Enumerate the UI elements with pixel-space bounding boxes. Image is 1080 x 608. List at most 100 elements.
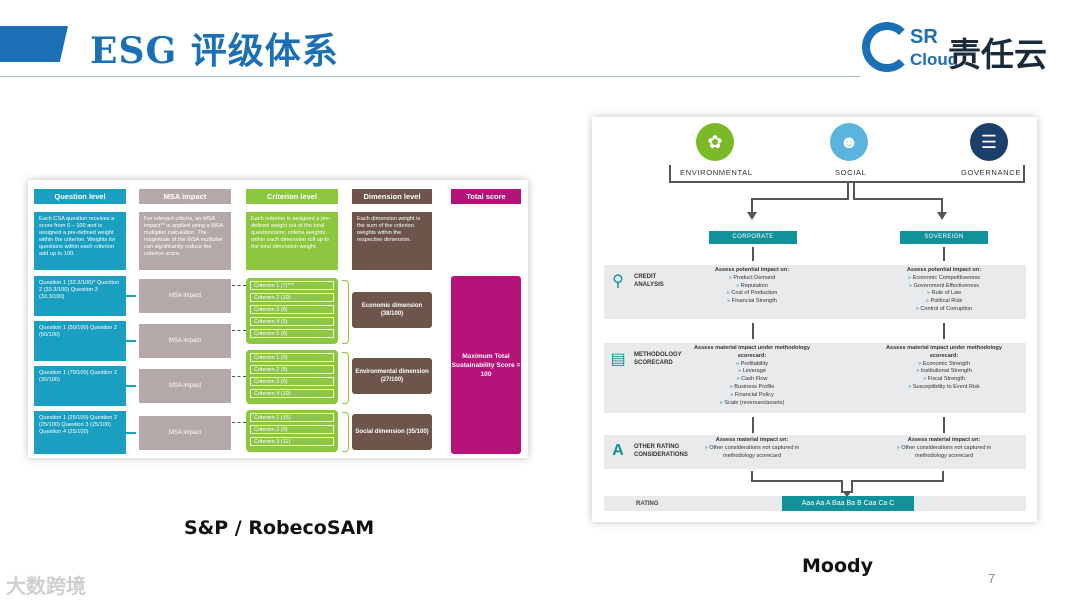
- column-item: Institutional Strength: [884, 368, 1004, 376]
- sp-robecosam-diagram: Question level MSA impact Criterion leve…: [28, 180, 528, 458]
- criteria-group-environmental: Criterion 1 (9) Criterion 2 (8) Criterio…: [246, 350, 338, 404]
- dotted-connector: [232, 376, 246, 377]
- slide-title: ESG 评级体系: [90, 30, 339, 72]
- moody-diagram: ✿ ☻ ☰ ENVIRONMENTAL SOCIAL GOVERNANCE CO…: [592, 117, 1037, 522]
- other-sovereign-column: Assess material impact on: Other conside…: [884, 437, 1004, 460]
- flow-arrow: [943, 417, 945, 433]
- column-item: Government Effectiveness: [884, 283, 1004, 291]
- credit-sovereign-column: Assess potential impact on: Economic Com…: [884, 267, 1004, 314]
- criteria-group-economic: Criterion 1 (7)*** Criterion 2 (10) Crit…: [246, 278, 338, 344]
- flow-arrow: [126, 432, 136, 434]
- column-item: Control of Corruption: [884, 306, 1004, 314]
- other-corporate-column: Assess material impact on: Other conside…: [692, 437, 812, 460]
- pillar-social: SOCIAL: [835, 168, 867, 177]
- flow-arrow: [752, 247, 754, 261]
- msa-impact-box: MSA impact: [139, 416, 231, 450]
- logo-c-icon: [862, 22, 912, 72]
- title-accent-bar: [0, 26, 68, 62]
- criterion-item: Criterion 2 (10): [250, 293, 334, 302]
- column-item: Other considerations not captured in met…: [884, 445, 1004, 461]
- criterion-item: Criterion 5 (8): [250, 329, 334, 338]
- column-item: Other considerations not captured in met…: [692, 445, 812, 461]
- header-criterion-level: Criterion level: [246, 189, 338, 204]
- pillar-governance: GOVERNANCE: [961, 168, 1022, 177]
- rating-scale: Aaa Aa A Baa Ba B Caa Ca C: [782, 496, 914, 511]
- methodology-corporate-column: Assess material impact under methodology…: [692, 345, 812, 407]
- section-label-credit: CREDIT ANALYSIS: [634, 274, 664, 288]
- group-brace: [342, 280, 349, 344]
- column-heading: Assess material impact under methodology…: [886, 345, 1002, 359]
- desc-criterion: Each criterion is assigned a pre-defined…: [246, 212, 338, 270]
- pillar-environmental: ENVIRONMENTAL: [680, 168, 753, 177]
- branch-corporate: CORPORATE: [709, 231, 797, 244]
- column-item: Economic Competitiveness: [884, 275, 1004, 283]
- column-item: Reputation: [692, 283, 812, 291]
- dimension-social: Social dimension (35/100): [352, 414, 432, 450]
- header-msa-impact: MSA impact: [139, 189, 231, 204]
- criteria-group-social: Criterion 1 (15) Criterion 2 (9) Criteri…: [246, 410, 338, 452]
- criterion-item: Criterion 4 (5): [250, 317, 334, 326]
- column-item: Fiscal Strength: [884, 376, 1004, 384]
- logo-sr-text: SR: [910, 26, 938, 48]
- rating-connector-lines: [751, 471, 944, 497]
- credit-corporate-column: Assess potential impact on: Product Dema…: [692, 267, 812, 306]
- dotted-connector: [232, 330, 246, 331]
- column-item: Leverage: [692, 368, 812, 376]
- column-item: Scale (revenues/assets): [692, 400, 812, 408]
- branch-sovereign: SOVEREIGN: [900, 231, 988, 244]
- column-item: Susceptibility to Event Risk: [884, 384, 1004, 392]
- logo-cloud-text: Cloud: [910, 50, 959, 69]
- header-dimension-level: Dimension level: [352, 189, 432, 204]
- column-heading: Assess material impact under methodology…: [694, 345, 810, 359]
- flow-arrow: [943, 247, 945, 261]
- msa-impact-box: MSA impact: [139, 324, 231, 358]
- watermark: 大数跨境: [6, 574, 86, 598]
- flow-arrow: [943, 323, 945, 339]
- section-label-methodology: METHODOLOGY SCORECARD: [634, 352, 682, 366]
- column-item: Cost of Production: [692, 290, 812, 298]
- header-question-level: Question level: [34, 189, 126, 204]
- title-divider: [0, 76, 860, 77]
- plant-icon: ✿: [696, 123, 734, 161]
- desc-msa: For relevant criteria, an MSA impact** i…: [139, 212, 231, 270]
- flow-arrow: [752, 417, 754, 433]
- criterion-item: Criterion 1 (15): [250, 413, 334, 422]
- flow-arrow: [126, 385, 136, 387]
- msa-impact-box: MSA impact: [139, 369, 231, 403]
- column-item: Political Risk: [884, 298, 1004, 306]
- msa-impact-box: MSA impact: [139, 279, 231, 313]
- criterion-item: Criterion 3 (8): [250, 305, 334, 314]
- criterion-item: Criterion 2 (8): [250, 365, 334, 374]
- question-group-3: Question 1 (70/100) Question 2 (30/100): [34, 366, 126, 406]
- column-heading: Assess potential impact on:: [714, 267, 790, 273]
- flow-arrow: [126, 340, 136, 342]
- column-item: Financial Strength: [692, 298, 812, 306]
- desc-question: Each CSA question receives a score from …: [34, 212, 126, 270]
- column-heading: Assess material impact on:: [715, 437, 789, 443]
- column-item: Product Demand: [692, 275, 812, 283]
- criterion-item: Criterion 3 (11): [250, 437, 334, 446]
- section-label-other: OTHER RATING CONSIDERATIONS: [634, 444, 688, 458]
- column-item: Rule of Law: [884, 290, 1004, 298]
- criterion-item: Criterion 3 (6): [250, 377, 334, 386]
- dimension-economic: Economic dimension (38/100): [352, 292, 432, 328]
- sp-caption: S&P / RobecoSAM: [184, 517, 375, 539]
- header-total-score: Total score: [451, 189, 521, 204]
- magnifier-icon: ⚲: [612, 273, 624, 290]
- csr-cloud-logo: SR Cloud 责任云: [862, 22, 1062, 78]
- moody-caption: Moody: [802, 555, 873, 577]
- flow-arrow: [126, 295, 136, 297]
- group-brace: [342, 412, 349, 452]
- people-icon: ☻: [830, 123, 868, 161]
- logo-chinese-text: 责任云: [948, 35, 1047, 74]
- total-score-box: Maximum Total Sustainability Score = 100: [451, 276, 521, 454]
- column-item: Cash Flow: [692, 376, 812, 384]
- dotted-connector: [232, 285, 246, 286]
- criterion-item: Criterion 2 (9): [250, 425, 334, 434]
- question-group-4: Question 1 (25/100) Question 2 (25/100) …: [34, 411, 126, 454]
- column-item: Financial Policy: [692, 392, 812, 400]
- desc-dimension: Each dimension weight is the sum of the …: [352, 212, 432, 270]
- dimension-environmental: Environmental dimension (27/100): [352, 358, 432, 394]
- column-heading: Assess material impact on:: [907, 437, 981, 443]
- scorecard-icon: ▤: [610, 351, 626, 368]
